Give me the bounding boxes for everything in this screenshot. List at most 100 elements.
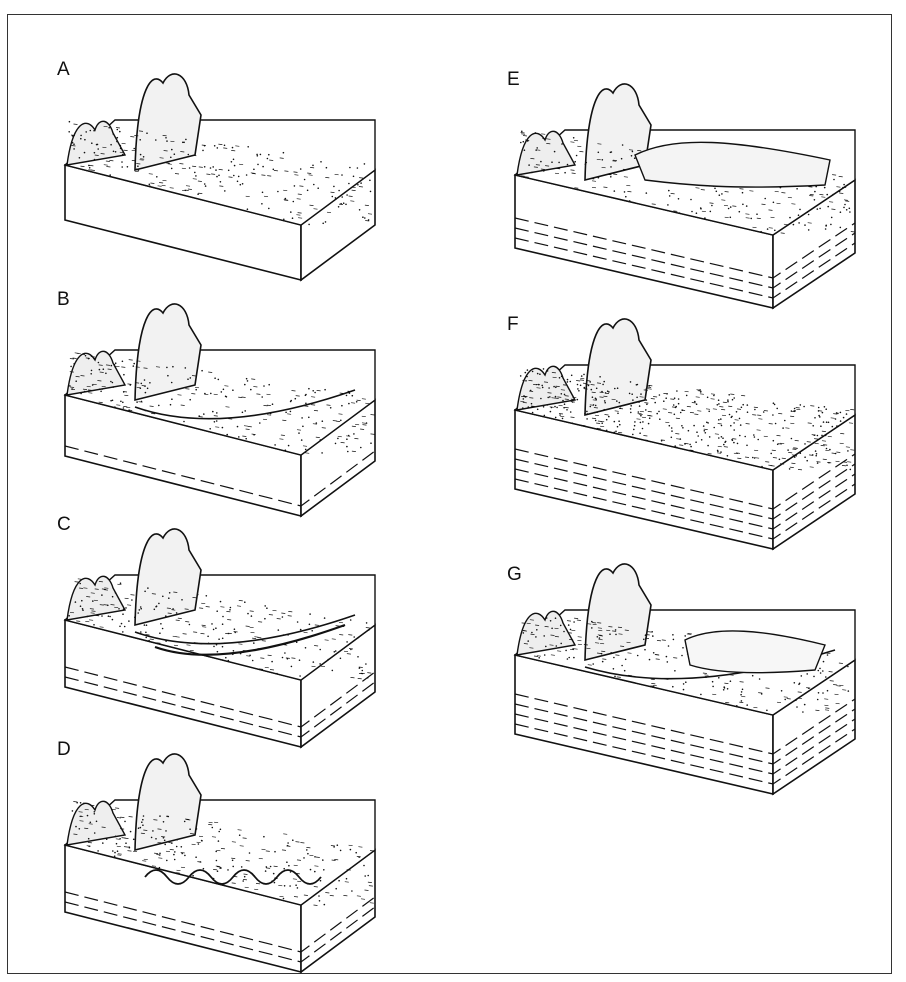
- stipple-dot: [707, 445, 709, 447]
- stipple-dash: [556, 168, 560, 169]
- stipple-dash: [605, 393, 609, 394]
- stipple-dash: [367, 673, 371, 674]
- stipple-dot: [525, 372, 527, 374]
- stipple-dash: [587, 624, 591, 625]
- stipple-dot: [188, 154, 190, 156]
- stipple-dash: [298, 213, 302, 214]
- stipple-dot: [366, 422, 368, 424]
- stipple-dot: [639, 405, 641, 407]
- stipple-dash: [698, 391, 702, 392]
- stipple-dot: [543, 170, 545, 172]
- stipple-dot: [159, 632, 161, 634]
- stipple-dot: [166, 860, 168, 862]
- stipple-dot: [299, 659, 301, 661]
- stipple-dash: [847, 462, 851, 463]
- stipple-dot: [141, 821, 143, 823]
- stipple-dot: [282, 657, 284, 659]
- stipple-dash: [741, 395, 745, 396]
- stipple-dash: [336, 421, 340, 422]
- stipple-dot: [714, 188, 716, 190]
- stipple-dash: [842, 690, 846, 691]
- stipple-dot: [739, 435, 741, 437]
- stipple-dot: [804, 224, 806, 226]
- stipple-dash: [577, 146, 581, 147]
- stipple-dash: [283, 834, 287, 835]
- stipple-dot: [532, 371, 534, 373]
- stipple-dash: [597, 159, 601, 160]
- stipple-dash: [316, 437, 320, 438]
- stipple-dash: [153, 820, 157, 821]
- stipple-dot: [304, 179, 306, 181]
- stipple-dot: [346, 438, 348, 440]
- stipple-dot: [827, 206, 829, 208]
- stipple-dash: [78, 579, 82, 580]
- stipple-dash: [327, 405, 331, 406]
- stipple-dot: [555, 387, 557, 389]
- stipple-dot: [82, 608, 84, 610]
- stipple-dash: [796, 408, 800, 409]
- stipple-dot: [98, 362, 100, 364]
- stipple-dot: [618, 420, 620, 422]
- stipple-dot: [156, 176, 158, 178]
- stipple-dot: [340, 850, 342, 852]
- stipple-dot: [742, 404, 744, 406]
- stipple-dash: [366, 628, 370, 629]
- stipple-dot: [146, 624, 148, 626]
- stipple-dot: [542, 387, 544, 389]
- stipple-dot: [165, 830, 167, 832]
- stipple-dot: [833, 179, 835, 181]
- stipple-dash: [253, 387, 257, 388]
- stipple-dot: [678, 198, 680, 200]
- stipple-dash: [851, 232, 855, 233]
- stipple-dash: [561, 390, 565, 391]
- stipple-dot: [163, 821, 165, 823]
- stipple-dot: [825, 225, 827, 227]
- stipple-dot: [522, 407, 524, 409]
- stipple-dot: [563, 631, 565, 633]
- stipple-dot: [299, 675, 301, 677]
- stipple-dash: [809, 455, 813, 456]
- stipple-dot: [93, 130, 95, 132]
- stipple-dash: [120, 829, 124, 830]
- stipple-dash: [541, 169, 545, 170]
- stipple-dash: [365, 403, 369, 404]
- stipple-dash: [293, 879, 297, 880]
- stipple-dash: [270, 670, 274, 671]
- stipple-dot: [564, 394, 566, 396]
- mountain-peak: [135, 529, 201, 625]
- stipple-dot: [574, 161, 576, 163]
- stipple-dash: [542, 138, 546, 139]
- stipple-dash: [349, 845, 353, 846]
- stipple-dot: [351, 890, 353, 892]
- stipple-dash: [252, 638, 256, 639]
- stipple-dot: [770, 453, 772, 455]
- stipple-dash: [88, 842, 92, 843]
- stipple-dot: [840, 211, 842, 213]
- stipple-dot: [849, 208, 851, 210]
- stipple-dash: [186, 186, 190, 187]
- stipple-dot: [718, 403, 720, 405]
- stipple-dot: [169, 592, 171, 594]
- stipple-dot: [245, 438, 247, 440]
- stipple-dash: [185, 389, 189, 390]
- stipple-dash: [130, 137, 134, 138]
- stipple-dash: [371, 415, 375, 416]
- stipple-dot: [340, 420, 342, 422]
- stipple-dot: [313, 661, 315, 663]
- stipple-dot: [615, 431, 617, 433]
- stipple-dot: [283, 219, 285, 221]
- stipple-dot: [704, 430, 706, 432]
- stipple-dash: [536, 150, 540, 151]
- stipple-dash: [648, 389, 652, 390]
- stipple-dash: [670, 399, 674, 400]
- stipple-dot: [804, 704, 806, 706]
- stipple-dot: [625, 659, 627, 661]
- stipple-dot: [528, 164, 530, 166]
- stipple-dot: [646, 192, 648, 194]
- stipple-dash: [116, 366, 120, 367]
- stipple-dot: [189, 828, 191, 830]
- stipple-dot: [323, 869, 325, 871]
- stipple-dot: [823, 421, 825, 423]
- block-diagram-b: B: [55, 285, 385, 475]
- stipple-dash: [116, 128, 120, 129]
